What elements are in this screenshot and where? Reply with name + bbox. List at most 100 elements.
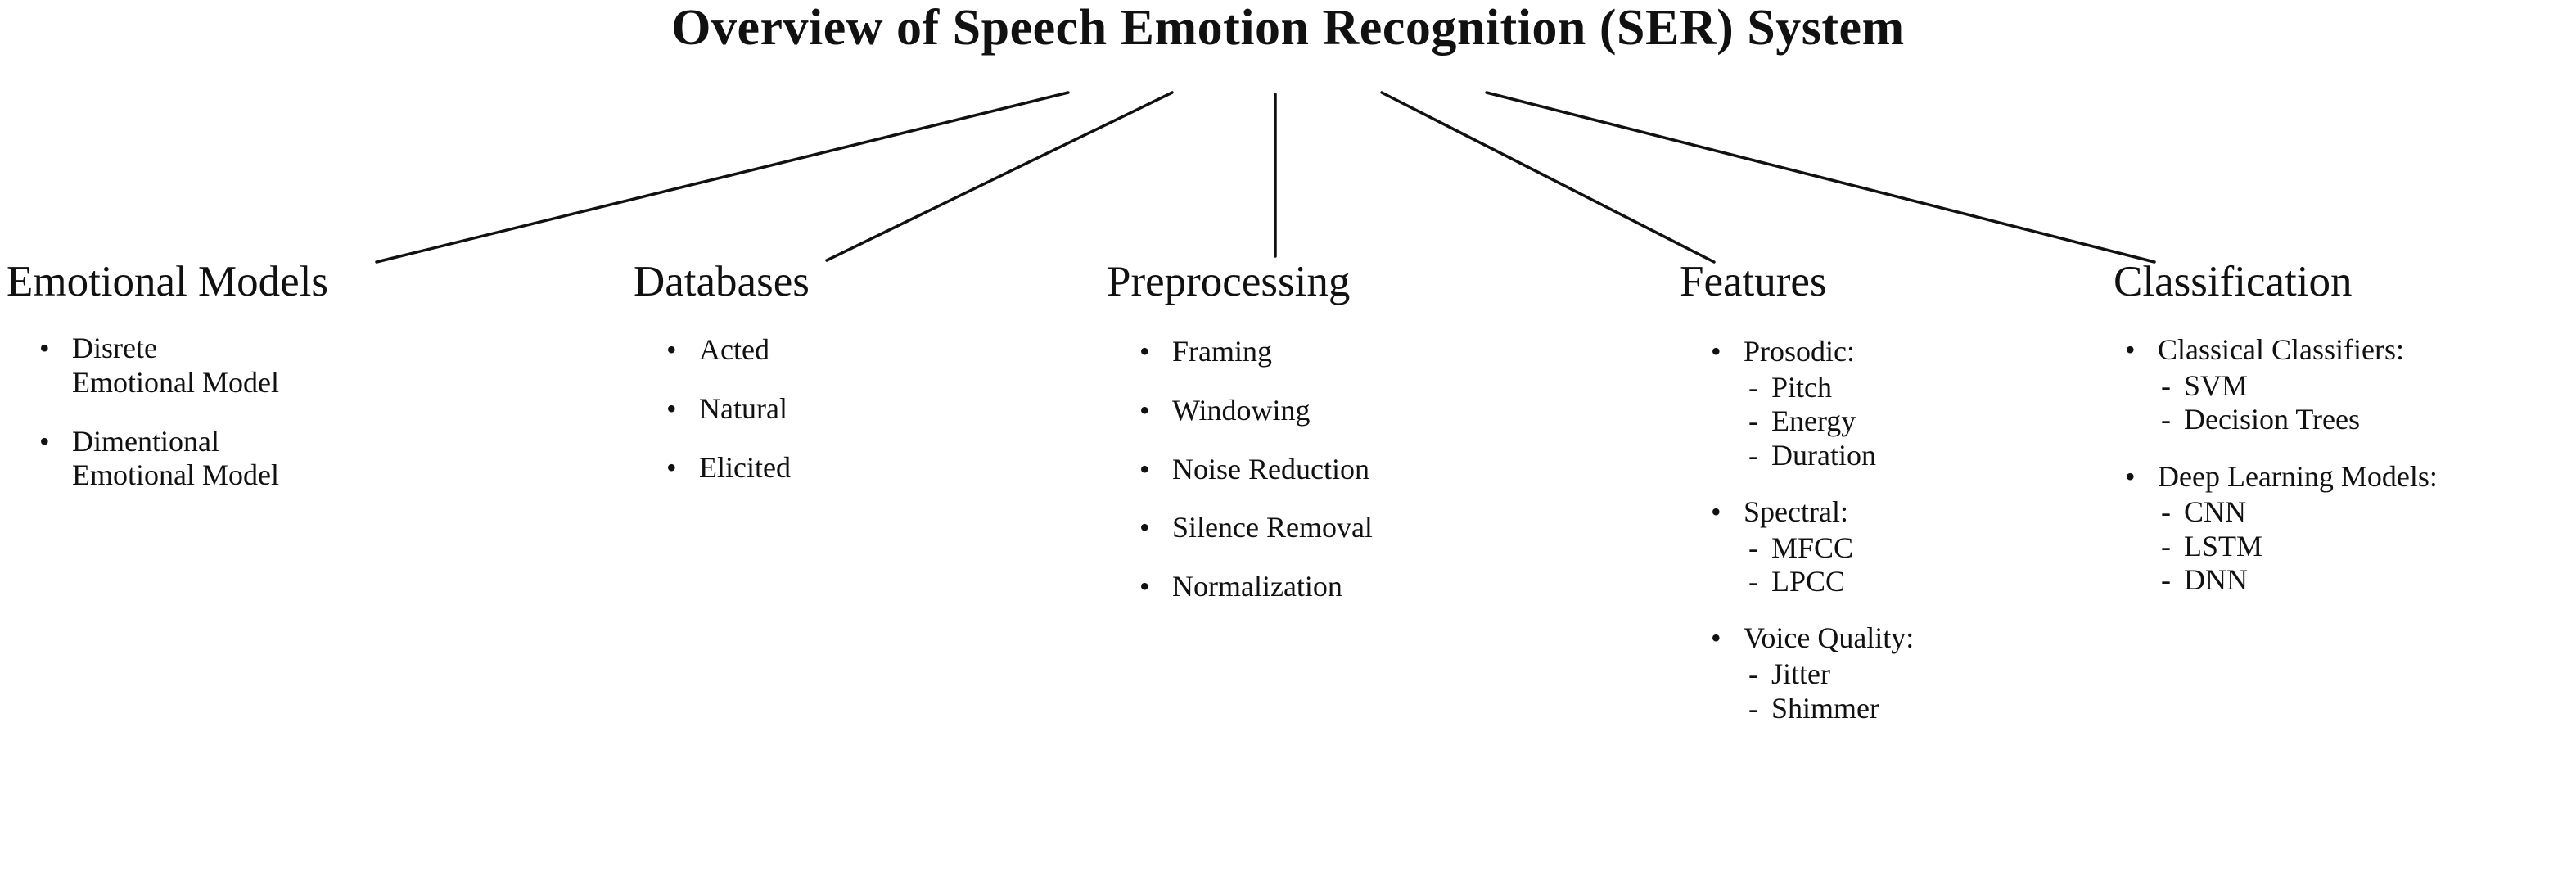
column-heading-databases: Databases (634, 258, 810, 305)
list-item-label: Windowing (1172, 393, 1311, 427)
sub-list-item-label: Pitch (1771, 370, 1833, 404)
bullet-group: • Framing (1107, 335, 1373, 369)
list-item: • Voice Quality: (1680, 621, 1914, 656)
sub-list-item: -Jitter (1680, 657, 1914, 691)
sub-list-item-label: Jitter (1771, 657, 1830, 691)
connector-to-classification (1485, 91, 2156, 264)
bullet-icon: • (666, 391, 677, 425)
sub-list-item: -Pitch (1680, 371, 1914, 404)
bullet-icon: • (39, 332, 50, 364)
sub-list-item-label: Shimmer (1771, 691, 1879, 725)
bullet-group: •Acted (634, 333, 810, 368)
dash-icon: - (2161, 403, 2171, 436)
column-body-features: •Prosodic:-Pitch-Energy-Duration•Spectra… (1680, 335, 1914, 725)
bullet-group: •Classical Classifiers:-SVM-Decision Tre… (2114, 333, 2438, 437)
dash-icon: - (1748, 565, 1758, 598)
list-item: • Framing (1107, 335, 1373, 369)
dash-icon: - (1748, 657, 1758, 691)
bullet-group: • Natural (634, 392, 810, 427)
bullet-icon: • (1711, 621, 1721, 655)
sub-list-item: -Decision Trees (2114, 403, 2438, 436)
bullet-icon: • (1139, 335, 1150, 368)
bullet-group: • Normalization (1107, 570, 1373, 604)
sub-list-item: -LPCC (1680, 565, 1914, 598)
sub-list-item: -Shimmer (1680, 692, 1914, 725)
bullet-group: •Disrete Emotional Model (7, 332, 328, 400)
list-item: •Deep Learning Models: (2114, 460, 2438, 494)
bullet-icon: • (666, 450, 677, 484)
column-preprocessing: Preprocessing •Framing•Windowing•Noise R… (1107, 260, 1373, 604)
dash-icon: - (2161, 368, 2171, 402)
sub-list-item-label: Energy (1771, 404, 1856, 438)
dash-icon: - (1748, 691, 1758, 725)
column-heading-features: Features (1680, 258, 1827, 305)
dash-icon: - (2161, 529, 2171, 562)
list-item-label: Framing (1172, 335, 1272, 368)
connector-to-databases (825, 91, 1174, 262)
list-item: • Prosodic: (1680, 335, 1914, 369)
list-item: •Dimentional Emotional Model (7, 425, 328, 494)
sub-list-item-label: DNN (2184, 563, 2248, 597)
column-classification: Classification •Classical Classifiers:-S… (2114, 260, 2438, 620)
column-heading-classification: Classification (2114, 258, 2353, 305)
page-title: Overview of Speech Emotion Recognition (… (671, 0, 1905, 56)
column-body-emotional-models: •Disrete Emotional Model•Dimentional Emo… (7, 332, 328, 493)
sub-list-item-label: Duration (1771, 438, 1876, 472)
list-item: • Natural (634, 392, 810, 427)
list-item: • Spectral: (1680, 495, 1914, 530)
list-item: • Normalization (1107, 570, 1373, 604)
sub-list-item-label: Decision Trees (2184, 403, 2360, 436)
list-item-label: Normalization (1172, 570, 1342, 603)
connector-to-features (1380, 91, 1716, 264)
list-item-label: Silence Removal (1172, 511, 1373, 544)
list-item-label: Natural (699, 391, 787, 425)
sub-list-item: -SVM (2114, 369, 2438, 403)
connector-to-emotional-models (375, 91, 1070, 264)
bullet-icon: • (1139, 511, 1150, 544)
sub-list-item: -DNN (2114, 563, 2438, 597)
dash-icon: - (2161, 495, 2171, 529)
sub-list-item: -CNN (2114, 495, 2438, 529)
bullet-group: •Prosodic:-Pitch-Energy-Duration (1680, 335, 1914, 472)
bullet-icon: • (1139, 393, 1150, 427)
bullet-icon: • (1139, 570, 1150, 603)
sub-list-item: -LSTM (2114, 530, 2438, 563)
bullet-icon: • (1711, 494, 1721, 528)
bullet-icon: • (1139, 452, 1150, 485)
list-item: • Elicited (634, 451, 810, 485)
list-item-label: Acted (699, 333, 769, 366)
list-item: • Silence Removal (1107, 511, 1373, 545)
dash-icon: - (1748, 404, 1758, 438)
list-item: • Noise Reduction (1107, 453, 1373, 487)
column-databases: Databases •Acted • Natural • Elicited (634, 260, 810, 485)
column-features: Features •Prosodic:-Pitch-Energy-Duratio… (1680, 260, 1914, 748)
dash-icon: - (2161, 563, 2171, 597)
sub-list-item-label: CNN (2184, 495, 2247, 529)
list-item-label: Classical Classifiers: (2158, 333, 2404, 366)
column-body-classification: •Classical Classifiers:-SVM-Decision Tre… (2114, 333, 2438, 597)
list-item-label: Dimentional Emotional Model (72, 424, 279, 492)
column-heading-emotional-models: Emotional Models (7, 258, 329, 305)
bullet-group: • Windowing (1107, 394, 1373, 428)
sub-list-item-label: SVM (2184, 368, 2249, 402)
list-item: •Disrete Emotional Model (7, 332, 328, 400)
list-item-label: Prosodic: (1744, 335, 1856, 368)
list-item-label: Voice Quality: (1744, 621, 1915, 655)
list-item-label: Deep Learning Models: (2158, 459, 2438, 493)
list-item: •Classical Classifiers: (2114, 333, 2438, 368)
bullet-icon: • (1711, 335, 1721, 368)
sub-list-item: -Duration (1680, 439, 1914, 472)
column-body-databases: •Acted • Natural • Elicited (634, 333, 810, 485)
bullet-group: • Silence Removal (1107, 511, 1373, 545)
list-item-label: Spectral: (1744, 494, 1848, 528)
bullet-group: • Noise Reduction (1107, 453, 1373, 487)
bullet-group: • Elicited (634, 451, 810, 485)
dash-icon: - (1748, 438, 1758, 472)
column-body-preprocessing: • Framing • Windowing • Noise Reduction • Silen… (1107, 335, 1373, 604)
list-item-label: Elicited (699, 450, 791, 484)
dash-icon: - (1748, 370, 1758, 404)
list-item-label: Noise Reduction (1172, 452, 1369, 485)
list-item: •Acted (634, 333, 810, 368)
bullet-group: •Deep Learning Models:-CNN-LSTM-DNN (2114, 460, 2438, 598)
